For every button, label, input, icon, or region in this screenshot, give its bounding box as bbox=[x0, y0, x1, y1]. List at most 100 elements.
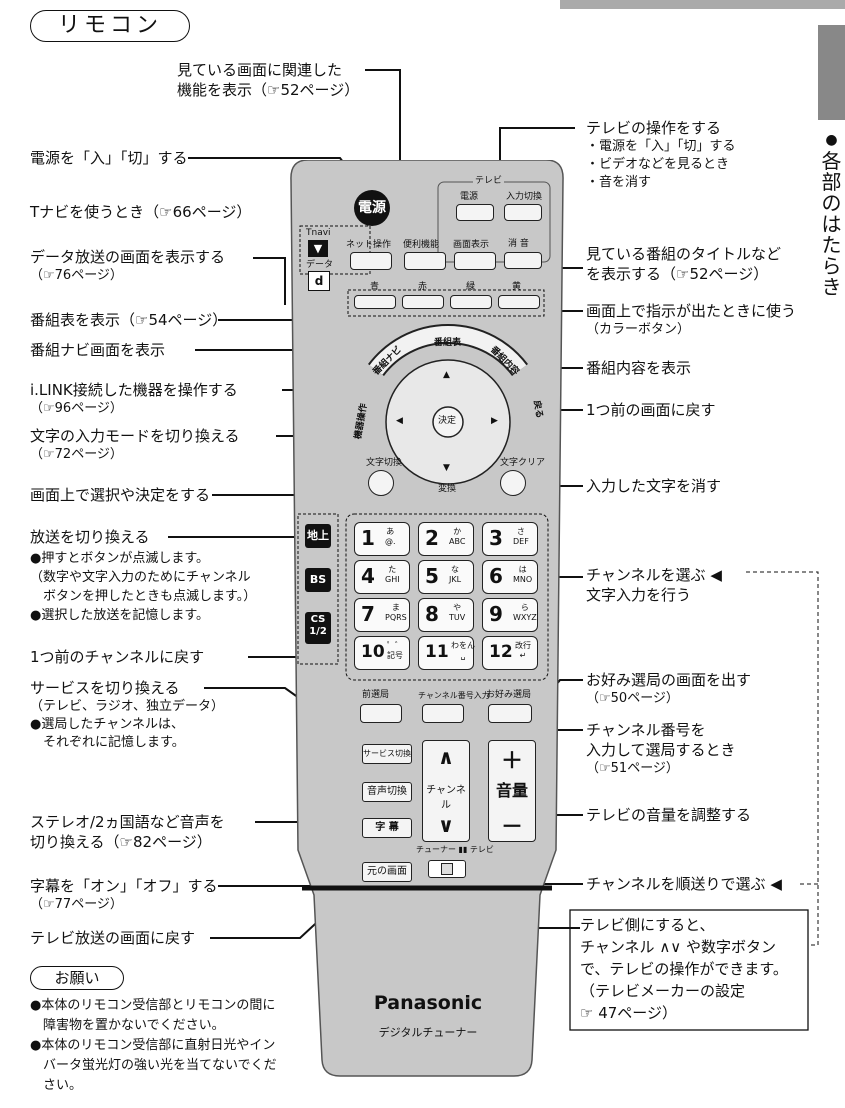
tv-input-label: 入力切換 bbox=[506, 192, 543, 202]
cs-button[interactable]: CS 1/2 bbox=[305, 612, 331, 644]
service-button[interactable]: サービス切換 bbox=[362, 744, 412, 764]
vertical-title-char: の bbox=[821, 191, 842, 215]
tnavi-label: Tnavi bbox=[306, 228, 331, 238]
power-button[interactable]: 電源 bbox=[354, 190, 390, 226]
callout-color-buttons: 画面上で指示が出たときに使う（カラーボタン） bbox=[586, 302, 797, 337]
right-arrow-icon[interactable]: ▶ bbox=[491, 416, 498, 426]
decide-button[interactable]: 決定 bbox=[438, 416, 457, 426]
ground-button[interactable]: 地上 bbox=[305, 524, 331, 548]
volume-label: 音量 bbox=[495, 781, 528, 800]
number-key-digit: 3 bbox=[489, 526, 503, 550]
tv-input-button[interactable] bbox=[504, 204, 542, 221]
channel-up-button[interactable]: ∧ bbox=[437, 745, 455, 769]
number-key-digit: 4 bbox=[361, 564, 375, 588]
audio-button[interactable]: 音声切換 bbox=[362, 782, 412, 802]
home-button[interactable]: 元の画面 bbox=[362, 862, 412, 882]
callout-power: 電源を「入」「切」する bbox=[30, 149, 188, 167]
number-key-digit: 7 bbox=[361, 602, 375, 626]
data-label: データ bbox=[306, 260, 334, 270]
color-label-yellow: 黄 bbox=[512, 282, 522, 292]
number-key-10[interactable]: 10゜゛ 記号 bbox=[354, 636, 410, 670]
down-arrow-icon[interactable]: ▼ bbox=[443, 463, 450, 473]
fav-button[interactable] bbox=[488, 704, 532, 723]
number-key-digit: 9 bbox=[489, 602, 503, 626]
mode-switch-button[interactable] bbox=[368, 470, 394, 496]
tnavi-button[interactable]: ▼ bbox=[308, 240, 328, 257]
switch-label: チューナー ▮▮ テレビ bbox=[416, 845, 494, 854]
vertical-title-char: き bbox=[821, 275, 842, 299]
channel-down-button[interactable]: ∨ bbox=[437, 813, 455, 837]
screen-disp-button[interactable] bbox=[454, 252, 496, 270]
tv-power-button[interactable] bbox=[456, 204, 494, 221]
convenient-button[interactable] bbox=[404, 252, 446, 270]
callout-favorites: お好み選局の画面を出す（☞50ページ） bbox=[586, 671, 752, 706]
callout-volume: テレビの音量を調整する bbox=[586, 806, 752, 824]
yellow-button[interactable] bbox=[498, 295, 540, 309]
ch-input-button[interactable] bbox=[422, 704, 464, 723]
volume-down-button[interactable]: － bbox=[500, 815, 523, 840]
callout-program-info: 番組内容を表示 bbox=[586, 359, 692, 377]
bs-button[interactable]: BS bbox=[305, 568, 331, 592]
section-title: リモコン bbox=[30, 10, 190, 42]
tv-group-label: テレビ bbox=[473, 176, 505, 187]
vertical-title-char: は bbox=[821, 212, 842, 236]
callout-related-func: 見ている画面に関連した機能を表示（☞52ページ） bbox=[177, 61, 360, 99]
tv-mute-button[interactable] bbox=[504, 252, 542, 269]
notice-title: お願い bbox=[30, 966, 124, 990]
number-key-3[interactable]: 3 さ DEF bbox=[482, 522, 538, 556]
left-arrow-icon[interactable]: ◀ bbox=[396, 416, 403, 426]
callout-audio-switch: ステレオ/2ヵ国語など音声を切り換える（☞82ページ） bbox=[30, 813, 225, 851]
char-clear-label: 文字クリア bbox=[500, 458, 546, 468]
callout-data-broadcast: データ放送の画面を表示する（☞76ページ） bbox=[30, 248, 226, 283]
tuner-tv-switch[interactable] bbox=[428, 860, 466, 878]
color-label-green: 緑 bbox=[466, 282, 476, 292]
screen-disp-label: 画面表示 bbox=[453, 240, 490, 250]
callout-erase-char: 入力した文字を消す bbox=[586, 477, 722, 495]
color-label-blue: 青 bbox=[370, 282, 380, 292]
prev-label: 前選局 bbox=[362, 690, 390, 700]
blue-button[interactable] bbox=[354, 295, 396, 309]
epg-button[interactable]: 番組表 bbox=[434, 338, 462, 348]
callout-epg: 番組表を表示（☞54ページ） bbox=[30, 311, 228, 329]
number-key-digit: 5 bbox=[425, 564, 439, 588]
vertical-title-char: た bbox=[821, 233, 842, 257]
number-key-chars: さ DEF bbox=[513, 527, 529, 546]
callout-input-mode: 文字の入力モードを切り換える（☞72ページ） bbox=[30, 427, 240, 462]
callout-select-decide: 画面上で選択や決定をする bbox=[30, 486, 211, 504]
mode-switch-label: 文字切換 bbox=[366, 458, 403, 468]
ch-input-label: チャンネル番号入力 bbox=[418, 691, 490, 700]
prev-button[interactable] bbox=[360, 704, 402, 723]
net-ops-button[interactable] bbox=[350, 252, 392, 270]
callout-navi: 番組ナビ画面を表示 bbox=[30, 341, 166, 359]
tv-mute-label: 消 音 bbox=[508, 239, 529, 249]
vertical-title-char: 部 bbox=[821, 170, 842, 194]
number-key-chars: あ @. bbox=[385, 527, 396, 546]
callout-subtitle: 字幕を「オン」「オフ」する（☞77ページ） bbox=[30, 877, 218, 912]
callout-channel-select: チャンネルを選ぶ ◀文字入力を行う bbox=[586, 566, 722, 604]
number-key-digit: 11 bbox=[425, 642, 449, 662]
red-button[interactable] bbox=[402, 295, 444, 309]
number-key-chars: は MNO bbox=[513, 565, 533, 584]
green-button[interactable] bbox=[450, 295, 492, 309]
callout-tnavi: Tナビを使うとき（☞66ページ） bbox=[30, 203, 252, 221]
number-key-chars: か ABC bbox=[449, 527, 466, 546]
subtitle-button[interactable]: 字 幕 bbox=[362, 818, 412, 838]
up-arrow-icon[interactable]: ▲ bbox=[443, 370, 450, 380]
volume-up-button[interactable]: ＋ bbox=[500, 749, 523, 774]
callout-back: 1つ前の画面に戻す bbox=[586, 401, 716, 419]
char-clear-button[interactable] bbox=[500, 470, 526, 496]
data-button[interactable]: d bbox=[308, 271, 330, 291]
section-tab bbox=[818, 25, 845, 120]
callout-tv-side-box: テレビ側にすると、チャンネル ∧∨ や数字ボタン で、テレビの操作ができます。（… bbox=[580, 916, 788, 1022]
